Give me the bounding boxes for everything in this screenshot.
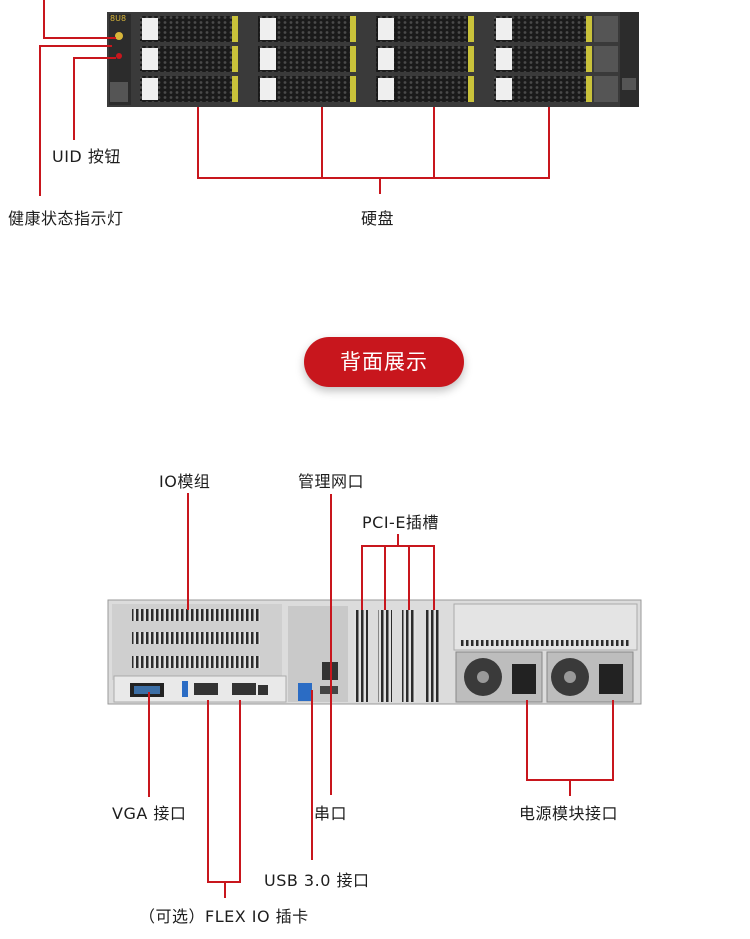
usb-port-label: USB 3.0 接口 <box>264 871 370 890</box>
back-callout-lines <box>148 493 614 898</box>
uid-button-label: UID 按钮 <box>52 147 121 166</box>
flex-io-card-label: （可选）FLEX IO 插卡 <box>139 907 309 926</box>
drive-bays <box>140 16 618 102</box>
panel-id-text: 8U8 <box>110 14 127 23</box>
vga-port-label: VGA 接口 <box>112 804 187 823</box>
health-led-icon <box>115 32 123 40</box>
hard-disk-label: 硬盘 <box>361 209 395 228</box>
front-callout-lines <box>39 0 550 196</box>
io-module-label: IO模组 <box>159 472 211 491</box>
back-chassis <box>107 599 642 705</box>
health-led-label: 健康状态指示灯 <box>8 209 124 228</box>
power-module-label: 电源模块接口 <box>519 804 619 823</box>
serial-port-label: 串口 <box>314 804 348 823</box>
mgmt-port-label: 管理网口 <box>298 472 365 491</box>
section-title-badge: 背面展示 <box>304 337 464 387</box>
uid-button-icon[interactable] <box>116 53 122 59</box>
pcie-slots-label: PCI-E插槽 <box>362 513 439 532</box>
